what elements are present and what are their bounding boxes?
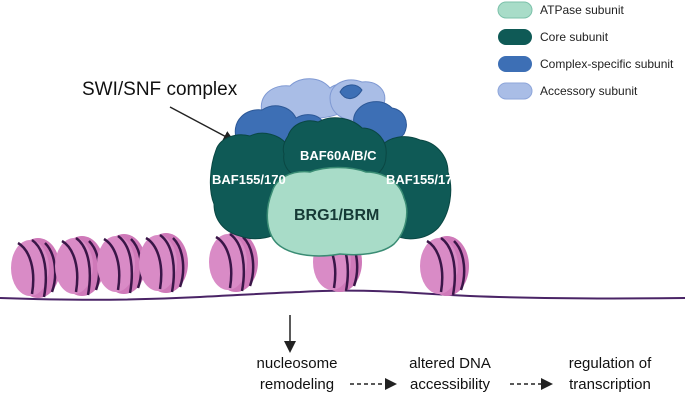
complex-title: SWI/SNF complex — [82, 79, 238, 100]
legend-swatch-core — [498, 29, 532, 45]
legend-swatch-complex-specific — [498, 56, 532, 72]
legend-label-atpase: ATPase subunit — [540, 3, 624, 17]
nucleosome — [97, 234, 146, 294]
flow-step-2-line-2: accessibility — [410, 376, 491, 393]
legend-item-complex-specific: Complex-specific subunit — [498, 56, 674, 72]
legend-label-accessory: Accessory subunit — [540, 84, 638, 98]
flow-step-2: altered DNA accessibility — [409, 355, 491, 393]
nucleosome — [11, 238, 60, 298]
flow-step-1-line-1: nucleosome — [257, 355, 338, 372]
label-baf155-left: BAF155/170 — [212, 172, 286, 187]
flow-step-3: regulation of transcription — [569, 355, 652, 393]
legend-label-complex-specific: Complex-specific subunit — [540, 57, 674, 71]
nucleosome — [209, 232, 258, 292]
flow-step-2-line-1: altered DNA — [409, 355, 491, 372]
label-baf60: BAF60A/B/C — [300, 148, 377, 163]
legend-label-core: Core subunit — [540, 30, 609, 44]
label-brg1-brm: BRG1/BRM — [294, 207, 379, 224]
complex-pointer-arrow — [169, 106, 235, 142]
legend-item-atpase: ATPase subunit — [497, 1, 624, 19]
nucleosome — [139, 233, 188, 293]
nucleosome-array — [11, 232, 469, 298]
legend-item-core: Core subunit — [498, 29, 609, 45]
atpase-subunit — [266, 166, 408, 257]
nucleosome — [55, 236, 104, 296]
legend-swatch-atpase — [497, 1, 533, 19]
swi-snf-complex: BAF155/170 BAF155/170 BAF60A/B/C BRG1/BR… — [209, 78, 460, 257]
flow-step-3-line-2: transcription — [569, 376, 651, 393]
legend-swatch-accessory — [497, 82, 533, 100]
nucleosome — [420, 236, 469, 296]
flow-step-1: nucleosome remodeling — [257, 355, 338, 393]
flow-step-1-line-2: remodeling — [260, 376, 334, 393]
flow-step-3-line-1: regulation of — [569, 355, 652, 372]
legend-item-accessory: Accessory subunit — [497, 82, 638, 100]
label-baf155-right: BAF155/170 — [386, 172, 460, 187]
legend: ATPase subunit Core subunit Complex-spec… — [497, 1, 674, 100]
dna-strand — [0, 289, 685, 301]
